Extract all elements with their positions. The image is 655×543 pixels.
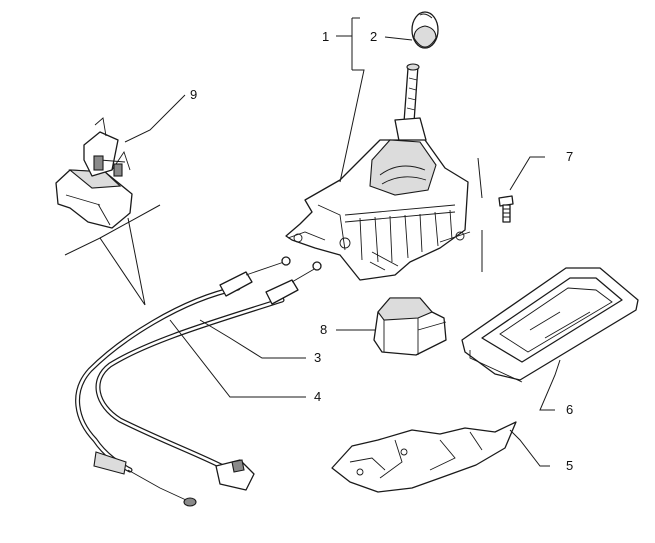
- leader-lines: [64, 17, 561, 467]
- callout-4: 4: [314, 389, 321, 404]
- console-trim-frame-part: [461, 267, 639, 383]
- shift-cables-part: [75, 256, 322, 507]
- bolt-part: [498, 195, 514, 223]
- callout-3: 3: [314, 350, 321, 365]
- callout-9: 9: [190, 87, 197, 102]
- callout-8: 8: [320, 322, 327, 337]
- callout-1: 1: [322, 29, 329, 44]
- heat-shield-part: [331, 421, 517, 493]
- gear-knob-part: [411, 11, 439, 49]
- rubber-block-part: [373, 297, 447, 356]
- callout-6: 6: [566, 402, 573, 417]
- gear-lever-assembly-part: [285, 63, 483, 281]
- callout-5: 5: [566, 458, 573, 473]
- callout-7: 7: [566, 149, 573, 164]
- cable-bracket-part: [55, 117, 133, 229]
- callout-labels: 1 2 3 4 5 6 7 8 9: [190, 29, 573, 473]
- callout-2: 2: [370, 29, 377, 44]
